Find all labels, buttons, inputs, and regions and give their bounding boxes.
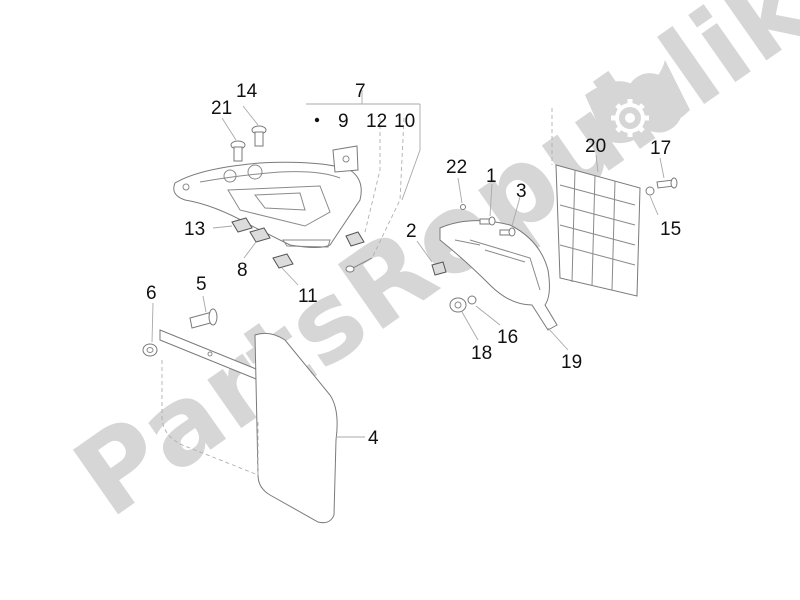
- watermark: PartsRepublik: [53, 0, 800, 541]
- callout-10: 10: [394, 111, 415, 132]
- callout-4: 4: [368, 428, 379, 449]
- bolt-5: [189, 308, 218, 329]
- gear-icon: [611, 99, 649, 137]
- washer-16: [467, 295, 477, 305]
- callout-8: 8: [237, 260, 248, 281]
- clip-nuts: [231, 217, 365, 269]
- washer-18: [449, 297, 467, 313]
- callout-16: 16: [497, 327, 518, 348]
- washer-6: [142, 343, 158, 357]
- watermark-text: PartsRepublik: [53, 0, 800, 541]
- bracket-9: [332, 145, 359, 173]
- screw-22: [460, 204, 466, 210]
- callout-6: 6: [146, 283, 157, 304]
- callout-18: 18: [471, 343, 492, 364]
- callout-14: 14: [236, 81, 258, 102]
- callout-13: 13: [184, 219, 205, 240]
- screw-1: [479, 216, 496, 226]
- callout-15: 15: [660, 219, 681, 240]
- license-plate-panel: [254, 332, 338, 524]
- callout-5: 5: [196, 274, 207, 295]
- cover-plate: [173, 161, 362, 248]
- nut-2: [431, 261, 447, 276]
- callout-17: 17: [650, 138, 671, 159]
- callout-11: 11: [298, 286, 318, 307]
- mudguard-19: [439, 220, 558, 331]
- callout-2: 2: [406, 221, 417, 242]
- gear-flag-logo-icon: [585, 60, 690, 144]
- callout-labels: 7 14 21 9 12 10 13 8 11 6 5 4 22 1 3 2 2…: [146, 81, 681, 449]
- callout-22: 22: [446, 157, 467, 178]
- callout-21: 21: [211, 98, 232, 119]
- callout-12: 12: [366, 111, 387, 132]
- screw-14: [251, 125, 267, 147]
- callout-9: 9: [338, 111, 349, 132]
- mudguard-assembly: [416, 108, 678, 351]
- bolt-17: [645, 177, 678, 196]
- callout-20: 20: [585, 136, 606, 157]
- callout-3: 3: [516, 181, 527, 202]
- reflector-plate-20: [555, 164, 641, 297]
- rear-cover-assembly: [173, 90, 421, 286]
- callout-1: 1: [486, 166, 497, 187]
- plate-holder-assembly: [142, 295, 365, 524]
- callout-19: 19: [561, 352, 582, 373]
- screw-3: [499, 227, 516, 237]
- callout-7: 7: [355, 81, 366, 102]
- screw-21: [230, 140, 246, 162]
